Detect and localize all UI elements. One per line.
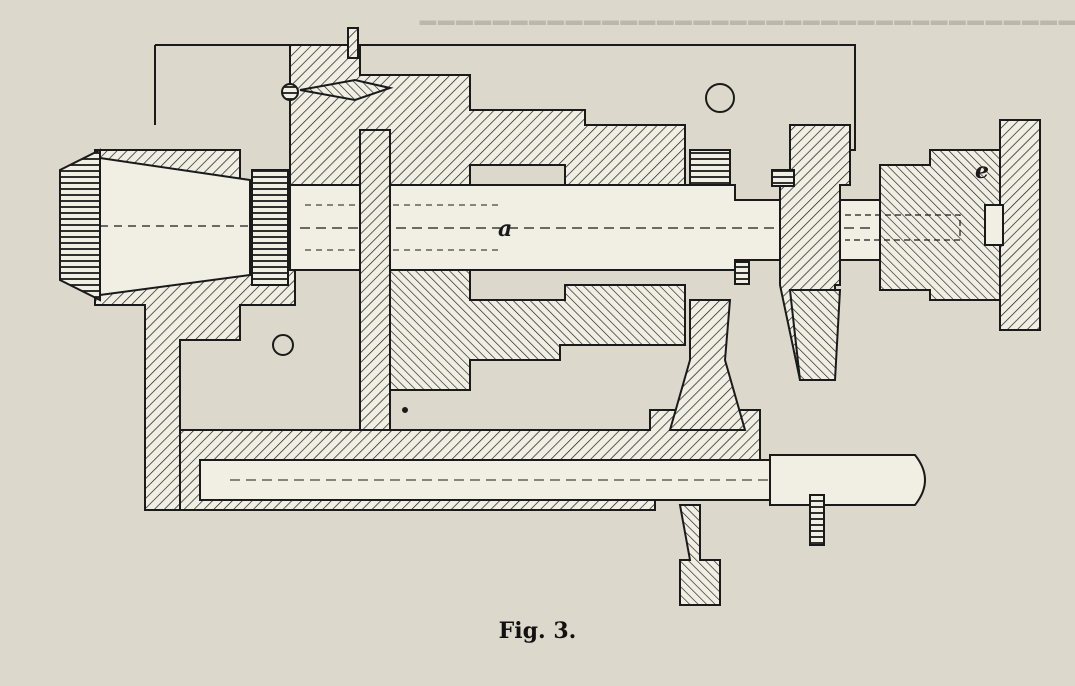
figure-caption: Fig. 3.: [498, 618, 577, 644]
drawing-linework: [59, 27, 1041, 606]
spindle-label: a: [498, 216, 512, 242]
chuck-label: e: [975, 158, 989, 184]
